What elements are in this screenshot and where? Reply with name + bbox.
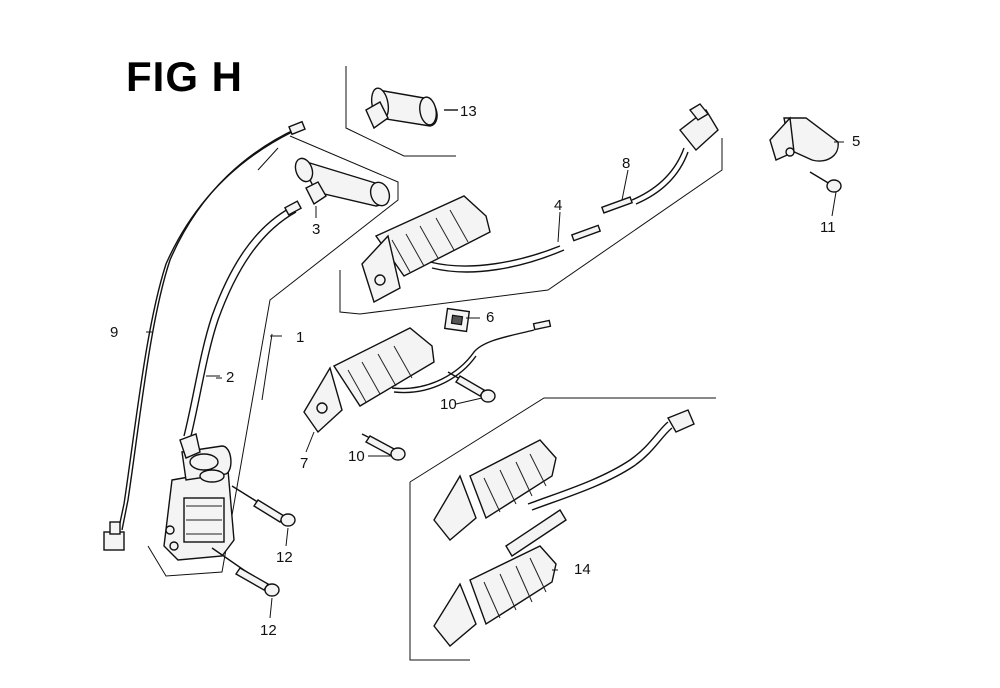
callouts: 1 2 3 4 5 6 7 8 9 10 10 11 12 12 13 14 <box>110 103 860 639</box>
callout-2: 2 <box>226 369 234 386</box>
callout-4: 4 <box>554 197 562 214</box>
part-12-bolt-lower <box>211 547 280 597</box>
part-12-bolt-upper <box>231 485 296 527</box>
callout-9: 9 <box>110 324 118 341</box>
callout-12-upper: 12 <box>276 549 293 566</box>
part-3-boot <box>294 157 391 218</box>
part-7-exciter-coil <box>303 319 552 434</box>
callout-1: 1 <box>296 329 304 346</box>
callout-13: 13 <box>460 103 477 120</box>
group-outline-charge-coil <box>339 138 723 315</box>
part-10-bolt-upper <box>447 371 496 403</box>
group-outline-cap <box>345 66 456 157</box>
part-8-lead-connector <box>600 103 719 214</box>
callout-3: 3 <box>312 221 320 238</box>
group-outline-ignition <box>147 135 399 577</box>
callout-10-upper: 10 <box>440 396 457 413</box>
figure-title: FIG H <box>126 53 243 100</box>
callout-7: 7 <box>300 455 308 472</box>
callout-5: 5 <box>852 133 860 150</box>
callout-12-lower: 12 <box>260 622 277 639</box>
part-2-lead <box>183 200 303 441</box>
leader-lines <box>146 169 629 571</box>
part-5-bracket <box>769 116 839 162</box>
leader-ticks <box>269 141 844 619</box>
part-1-ignition-coil <box>163 333 273 561</box>
callout-8: 8 <box>622 155 630 172</box>
callout-6: 6 <box>486 309 494 326</box>
part-4-charge-coil <box>361 195 602 304</box>
part-6-grommet <box>443 307 471 333</box>
callout-14: 14 <box>574 561 591 578</box>
part-13-plug-cap <box>365 87 458 130</box>
callout-10-lower: 10 <box>348 448 365 465</box>
group-outline-coil-set <box>409 397 716 661</box>
part-14-coil-set <box>433 409 695 647</box>
part-11-bolt <box>809 171 842 193</box>
callout-11: 11 <box>820 219 836 236</box>
part-9-cable <box>103 120 306 551</box>
